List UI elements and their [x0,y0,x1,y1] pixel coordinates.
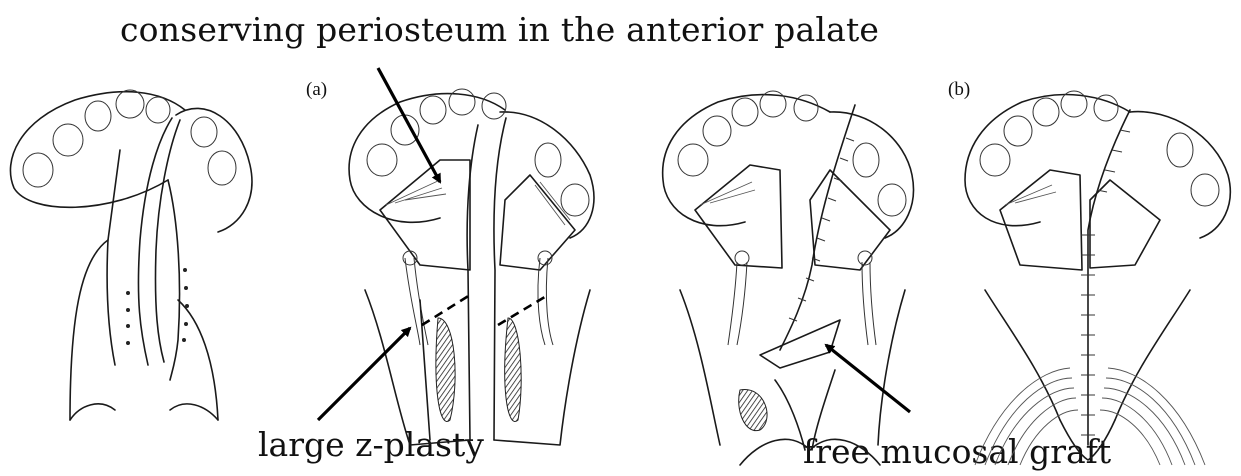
arrow-mucosal-graft [826,345,910,412]
figure-4-final-closure [965,91,1230,465]
figure-1-teeth [23,90,236,187]
figure-3-teeth [678,91,906,216]
figure-3-sutures [789,138,854,321]
figure-4-teeth [980,91,1219,206]
annotation-arrows [318,68,910,420]
figure-3-free-mucosal-graft [663,91,914,465]
figure-2-periosteum-z-plasty [349,89,594,445]
figure-1-cleft-palate [10,90,251,420]
arrow-z-plasty [318,328,410,420]
arrow-periosteum [378,68,440,182]
figure-4-pharyngeal-wall [975,368,1205,465]
